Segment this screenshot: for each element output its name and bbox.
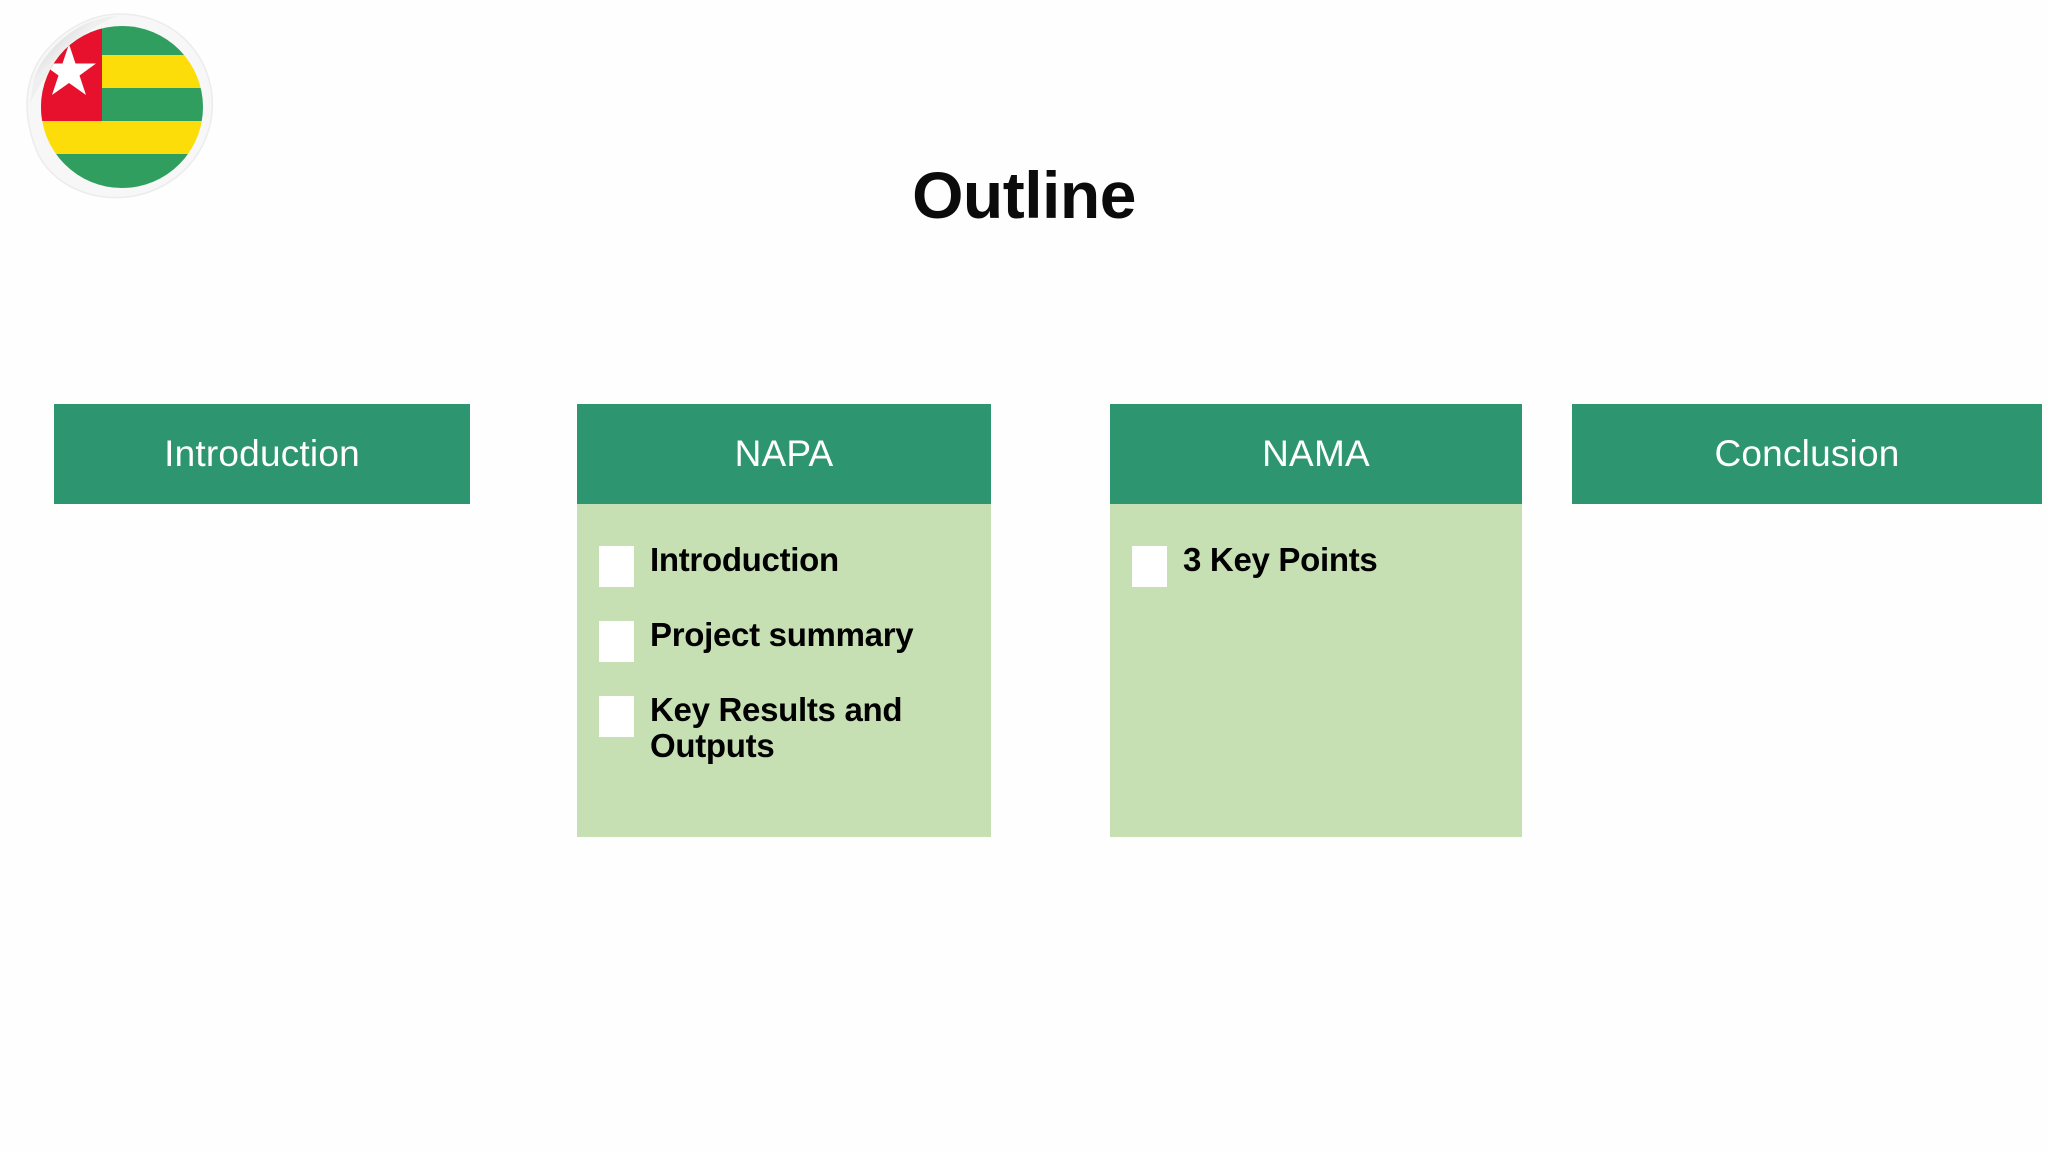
square-bullet-icon [599,696,634,737]
square-bullet-icon [599,546,634,587]
square-bullet-icon [599,621,634,662]
page-title: Outline [912,158,1136,232]
column-header-introduction[interactable]: Introduction [54,404,470,504]
outline-column-introduction[interactable]: Introduction [54,404,470,504]
outline-column-nama[interactable]: NAMA 3 Key Points [1110,404,1522,837]
list-item[interactable]: Introduction [577,541,991,587]
outline-column-conclusion[interactable]: Conclusion [1572,404,2042,504]
column-body-napa: Introduction Project summary Key Results… [577,504,991,837]
list-item-label: Key Results and Outputs [650,691,903,765]
togo-flag-sticker-logo [22,8,218,204]
column-header-nama[interactable]: NAMA [1110,404,1522,504]
column-header-conclusion[interactable]: Conclusion [1572,404,2042,504]
list-item-label: Project summary [650,616,914,653]
list-item[interactable]: Project summary [577,616,991,662]
column-header-napa[interactable]: NAPA [577,404,991,504]
list-item[interactable]: 3 Key Points [1110,541,1522,587]
outline-column-napa[interactable]: NAPA Introduction Project summary Key Re… [577,404,991,837]
square-bullet-icon [1132,546,1167,587]
column-body-nama: 3 Key Points [1110,504,1522,837]
list-item-label: 3 Key Points [1183,541,1378,578]
outline-columns: Introduction NAPA Introduction Project s… [0,404,2048,854]
list-item[interactable]: Key Results and Outputs [577,691,991,765]
list-item-label: Introduction [650,541,839,578]
togo-flag-icon [26,13,214,199]
